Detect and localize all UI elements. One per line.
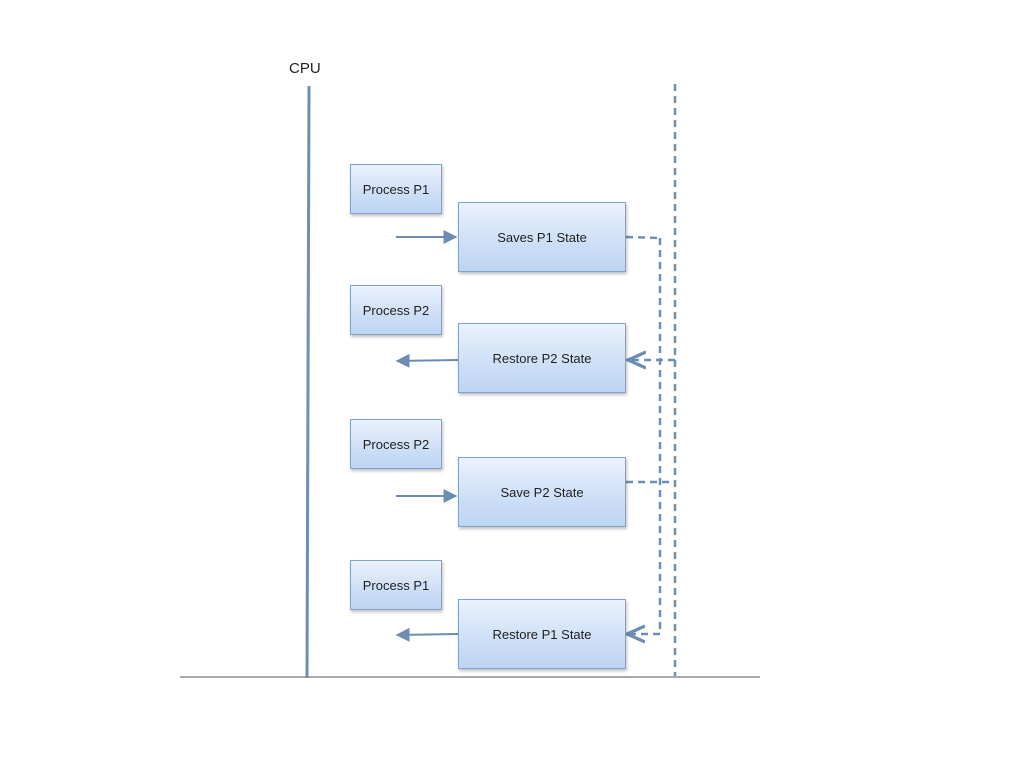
process-box-p1-first: Process P1 bbox=[350, 164, 442, 214]
dashed-connector-save-p1 bbox=[625, 235, 661, 240]
process-box-p2-first: Process P2 bbox=[350, 285, 442, 335]
cpu-timeline bbox=[305, 85, 311, 679]
process-box-p1-second: Process P1 bbox=[350, 560, 442, 610]
cpu-label: CPU bbox=[289, 60, 321, 77]
state-box-restore-p1: Restore P1 State bbox=[458, 599, 626, 669]
process-box-p2-second: Process P2 bbox=[350, 419, 442, 469]
state-box-restore-p2: Restore P2 State bbox=[458, 323, 626, 393]
state-box-save-p1: Saves P1 State bbox=[458, 202, 626, 272]
state-box-save-p2: Save P2 State bbox=[458, 457, 626, 527]
arrow-from-restore-p1 bbox=[395, 627, 459, 642]
arrow-from-restore-p2 bbox=[395, 353, 459, 368]
